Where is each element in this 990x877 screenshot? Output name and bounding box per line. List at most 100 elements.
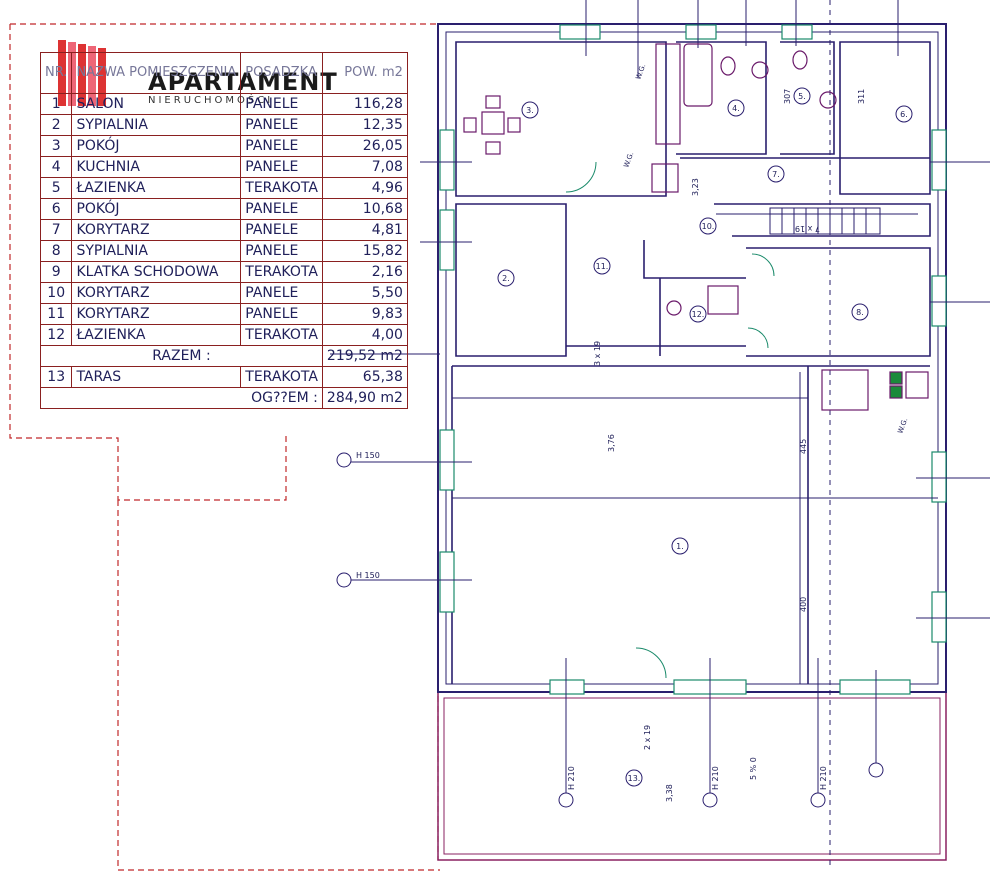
row-area: 12,35 <box>321 114 408 136</box>
room-number-labels: 1. 2. 3. 4. 5. 6. 7. 8. 10. 11. 12. 13. <box>502 92 908 783</box>
row-nr: 2 <box>39 114 73 136</box>
row-nr: 6 <box>39 198 73 220</box>
interior-walls <box>451 41 931 684</box>
room-2-marker <box>497 269 515 287</box>
room-6-marker <box>895 105 913 123</box>
row-area: 7,08 <box>321 156 408 178</box>
row-area: 15,82 <box>321 240 408 262</box>
total-value: 284,90 m2 <box>321 387 408 409</box>
wc-label: W.G. <box>622 151 635 169</box>
subtotal-value: 219,52 m2 <box>321 345 408 367</box>
header-name: NAZWA POMIESZCZENIA <box>71 52 242 94</box>
window-height-tag: H 210 <box>567 766 576 790</box>
room-3-marker <box>521 101 539 119</box>
row-area: 4,96 <box>321 177 408 199</box>
room-number: 4. <box>732 104 740 113</box>
room-number: 13. <box>628 774 641 783</box>
dim-label: 400 <box>799 597 808 612</box>
dim-label: 3 x 19 <box>593 341 602 366</box>
row-floor: PANELE <box>240 282 323 304</box>
level-mark: 3,76 <box>607 434 616 452</box>
subtotal-row: RAZEM : 219,52 m2 <box>40 345 408 367</box>
terrace-row: 13 TARAS TERAKOTA 65,38 <box>39 366 408 388</box>
row-area: 2,16 <box>321 261 408 283</box>
row-floor: PANELE <box>240 135 323 157</box>
row-nr: 13 <box>39 366 73 388</box>
level-mark: 3,23 <box>691 178 700 196</box>
level-mark: 3,38 <box>665 784 674 802</box>
room-8-marker <box>851 303 869 321</box>
row-floor: PANELE <box>240 93 323 115</box>
wc-label: W.G. <box>634 63 647 81</box>
row-nr: 7 <box>39 219 73 241</box>
window-height-tag: H 150 <box>356 571 380 580</box>
row-name: KORYTARZ <box>71 282 242 304</box>
row-name: POKÓJ <box>71 135 242 157</box>
row-nr: 5 <box>39 177 73 199</box>
row-name: POKÓJ <box>71 198 242 220</box>
dim-label: 2 x 19 <box>643 725 652 750</box>
row-name: TARAS <box>71 366 242 388</box>
window-height-tag: H 210 <box>711 766 720 790</box>
room-number: 2. <box>502 274 510 283</box>
total-row: OG??EM : 284,90 m2 <box>40 387 408 409</box>
row-name: SALON <box>71 93 242 115</box>
row-floor: PANELE <box>240 114 323 136</box>
row-nr: 4 <box>39 156 73 178</box>
room-13-marker <box>625 769 643 787</box>
room-number: 6. <box>900 110 908 119</box>
room-12-marker <box>689 305 707 323</box>
legend-header-row: NR. NAZWA POMIESZCZENIA POSADZKA POW. m2 <box>39 52 408 94</box>
row-area: 116,28 <box>321 93 408 115</box>
row-name: SYPIALNIA <box>71 240 242 262</box>
door-swings <box>565 161 775 679</box>
row-name: KLATKA SCHODOWA <box>71 261 242 283</box>
row-floor: PANELE <box>240 240 323 262</box>
row-nr: 12 <box>39 324 73 346</box>
row-area: 5,50 <box>321 282 408 304</box>
row-nr: 3 <box>39 135 73 157</box>
dim-label: 445 <box>799 439 808 454</box>
row-nr: 10 <box>39 282 73 304</box>
dimension-labels: 3,76 3,38 3,23 311 307 445 400 3 x 19 2 … <box>593 89 866 802</box>
row-floor: TERAKOTA <box>240 177 323 199</box>
dimension-lines <box>330 0 990 870</box>
row-nr: 11 <box>39 303 73 325</box>
row-area: 4,00 <box>321 324 408 346</box>
room-legend-table: NR. NAZWA POMIESZCZENIA POSADZKA POW. m2… <box>39 52 408 409</box>
row-floor: TERAKOTA <box>240 261 323 283</box>
room-11-marker <box>593 257 611 275</box>
total-label: OG??EM : <box>40 387 323 409</box>
room-markers <box>497 87 913 787</box>
row-name: ŁAZIENKA <box>71 177 242 199</box>
header-area: POW. m2 <box>321 52 408 94</box>
room-number: 12. <box>692 310 705 319</box>
room-1-marker <box>671 537 689 555</box>
windows <box>439 24 947 695</box>
row-name: ŁAZIENKA <box>71 324 242 346</box>
room-7-marker <box>767 165 785 183</box>
row-name: KORYTARZ <box>71 303 242 325</box>
header-floor: POSADZKA <box>240 52 323 94</box>
staircase <box>716 207 918 235</box>
row-area: 9,83 <box>321 303 408 325</box>
window-tags: H 150 H 150 H 210 H 210 H 210 <box>336 451 884 808</box>
row-name: KORYTARZ <box>71 219 242 241</box>
window-height-tag: H 150 <box>356 451 380 460</box>
dim-label: 311 <box>857 89 866 104</box>
row-floor: PANELE <box>240 219 323 241</box>
dim-label: 5 % 0 <box>749 757 758 780</box>
row-name: SYPIALNIA <box>71 114 242 136</box>
row-floor: PANELE <box>240 303 323 325</box>
room-number: 7. <box>772 170 780 179</box>
